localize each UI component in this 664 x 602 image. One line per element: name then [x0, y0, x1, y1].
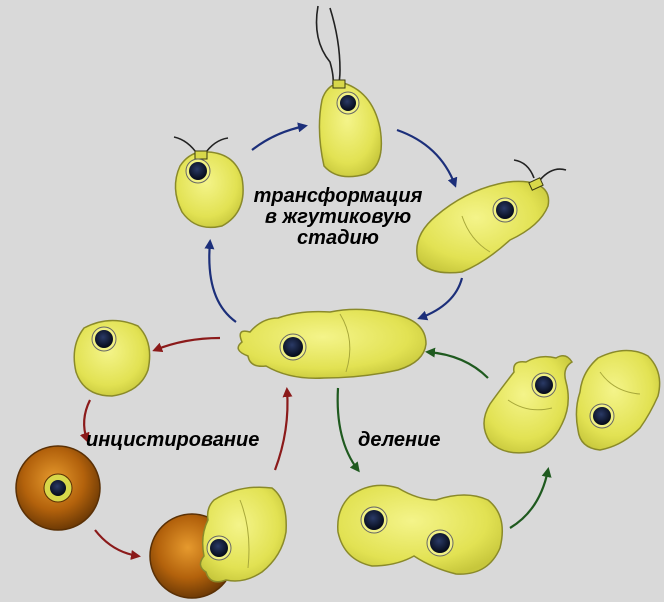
cycle-arrow-icon: [209, 242, 236, 322]
amoeba-cell-icon: [484, 356, 572, 453]
cycle-arrow-icon: [155, 338, 220, 350]
division-label: деление: [358, 430, 440, 451]
transformation-label-line: в жгутиковую: [238, 207, 438, 228]
flagellate-cell-icon: [317, 6, 382, 177]
cycle-arrow-icon: [252, 126, 305, 150]
cycle-arrow-icon: [510, 470, 548, 528]
amoeba-cell-icon: [576, 350, 659, 450]
cycle-arrow-icon: [275, 390, 288, 470]
amoeba-cell-icon: [200, 487, 286, 582]
cycle-arrow-icon: [338, 388, 358, 470]
transformation-label: трансформация в жгутиковую стадию: [238, 186, 438, 249]
flagellate-cell-icon: [174, 137, 243, 227]
amoeba-cell-icon: [338, 485, 503, 574]
amoeba-cell-icon: [74, 320, 149, 396]
cycle-arrow-icon: [95, 530, 138, 556]
transformation-label-line: трансформация: [238, 186, 438, 207]
cycle-arrow-icon: [397, 130, 455, 185]
amoeba-cell-icon: [238, 309, 426, 378]
encystment-label: инцистирование: [86, 430, 259, 451]
cycle-arrow-icon: [428, 352, 488, 378]
transformation-label-line: стадию: [238, 228, 438, 249]
flagellate-cell-icon: [417, 160, 566, 273]
cyst-icon: [16, 446, 100, 530]
cycle-arrow-icon: [420, 278, 462, 318]
